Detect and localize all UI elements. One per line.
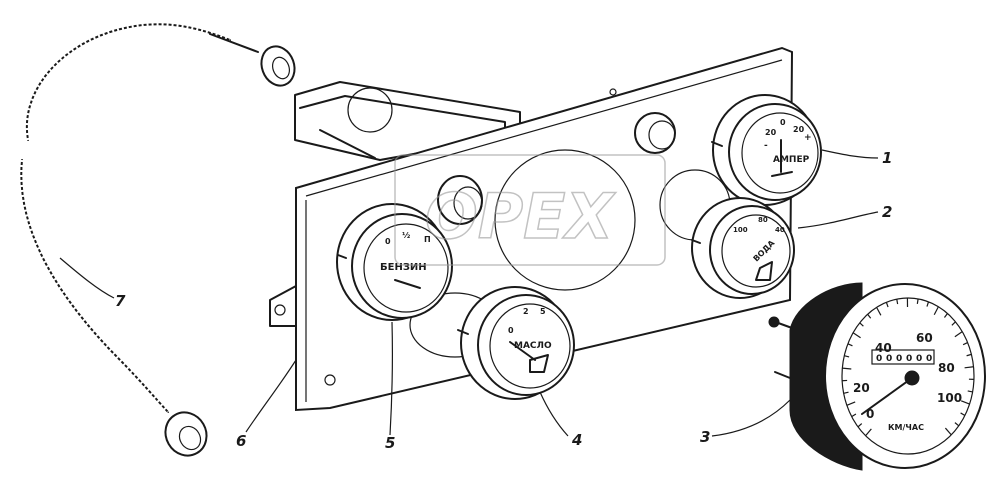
speedometer-tick	[962, 342, 968, 346]
speedo-scale-60: 60	[916, 331, 933, 345]
fuel-gauge: 0 ½ П БЕНЗИН	[336, 203, 453, 321]
speedometer-tick	[842, 367, 852, 370]
speedometer-hole	[494, 149, 636, 291]
speedo-scale-0: 0	[866, 407, 874, 421]
speedometer-tick	[926, 301, 930, 307]
speedo-scale-100: 100	[937, 391, 962, 405]
speedometer-tick	[964, 366, 974, 369]
ammeter-label: АМПЕР	[773, 155, 810, 165]
ammeter-plus: +	[804, 133, 812, 143]
water-scale-80: 80	[758, 216, 768, 224]
speedometer-tick	[954, 422, 960, 427]
watermark-text: OPEX	[425, 180, 616, 253]
speedometer-tick	[867, 313, 872, 319]
speedometer-tick	[852, 332, 861, 339]
speedometer-tick	[896, 299, 899, 305]
oil-label: МАСЛО	[514, 341, 552, 351]
callout-leaders	[59, 149, 879, 437]
water-scale-100: 100	[733, 226, 748, 234]
speedometer-tick	[859, 322, 864, 327]
speedo-scale-20: 20	[853, 381, 870, 395]
fuel-scale-empty: 0	[385, 237, 391, 246]
speedometer-tick	[954, 331, 963, 338]
fuel-scale-full: П	[424, 235, 431, 244]
speedometer-needle	[861, 377, 913, 415]
callout-3: 3	[700, 428, 710, 446]
speedometer-tick	[885, 302, 889, 308]
speedometer-tick	[851, 413, 857, 418]
speedometer-cable	[19, 22, 296, 457]
ammeter-minus: -	[764, 141, 768, 151]
water-scale-40: 40	[775, 226, 785, 234]
odometer-digit-2: 0	[886, 354, 892, 364]
speedometer-ticks	[842, 297, 974, 437]
speedometer-tick	[865, 428, 872, 437]
oil-scale-0: 0	[508, 326, 514, 335]
oil-pressure-gauge: 0 2 5 МАСЛО	[457, 286, 575, 400]
callout-7: 7	[115, 292, 126, 310]
speedometer-tick	[951, 321, 956, 326]
callout-5: 5	[385, 434, 395, 452]
callout-1: 1	[882, 149, 892, 167]
fuel-label: БЕНЗИН	[380, 262, 427, 273]
speedometer-tick	[847, 343, 853, 347]
odometer-digit-6: 0	[926, 354, 932, 364]
oil-scale-5: 5	[540, 307, 546, 316]
odometer-digit-1: 0	[876, 354, 882, 364]
ammeter-scale-mid: 0	[780, 118, 786, 127]
speedometer-tick	[857, 423, 863, 428]
odometer-digit-5: 0	[916, 354, 922, 364]
watermark: OPEX	[394, 154, 666, 266]
fuel-scale-half: ½	[402, 230, 410, 240]
odometer-window: 0 0 0 0 0 0	[871, 349, 935, 365]
speedometer-tick	[943, 313, 948, 318]
callout-6: 6	[236, 432, 246, 450]
speedometer-hub	[904, 370, 920, 386]
odometer-digit-4: 0	[906, 354, 912, 364]
odometer-digit-3: 0	[896, 354, 902, 364]
callout-2: 2	[882, 203, 892, 221]
speedometer-tick	[960, 400, 970, 405]
speedometer-tick	[960, 412, 966, 416]
speedometer-tick	[966, 353, 972, 357]
ammeter-scale-right: 20	[793, 125, 805, 134]
speedometer-tick	[876, 307, 882, 316]
speedometer-tick	[967, 390, 973, 393]
ammeter-gauge: 20 0 20 - + АМПЕР	[711, 94, 822, 206]
oil-scale-2: 2	[523, 307, 529, 316]
speedo-unit: КМ/ЧАС	[888, 423, 924, 432]
water-temperature-gauge: 100 80 40 ВОДА	[691, 197, 795, 299]
ammeter-scale-left: 20	[765, 128, 777, 137]
speedometer-tick	[933, 306, 939, 316]
speedometer-tick	[944, 427, 952, 436]
speedometer: 0 20 40 60 80 100 0 0 0 0 0 0 КМ/ЧАС	[768, 282, 986, 471]
warning-lamp-left	[437, 175, 483, 225]
speedometer-tick	[844, 355, 850, 358]
speedometer-tick	[916, 298, 919, 304]
callout-4: 4	[571, 431, 582, 449]
warning-lamp-right	[634, 112, 676, 154]
speedometer-tick	[843, 391, 849, 394]
speedometer-tick	[846, 401, 856, 406]
speedo-scale-40: 40	[875, 341, 892, 355]
speedo-scale-80: 80	[938, 361, 955, 375]
